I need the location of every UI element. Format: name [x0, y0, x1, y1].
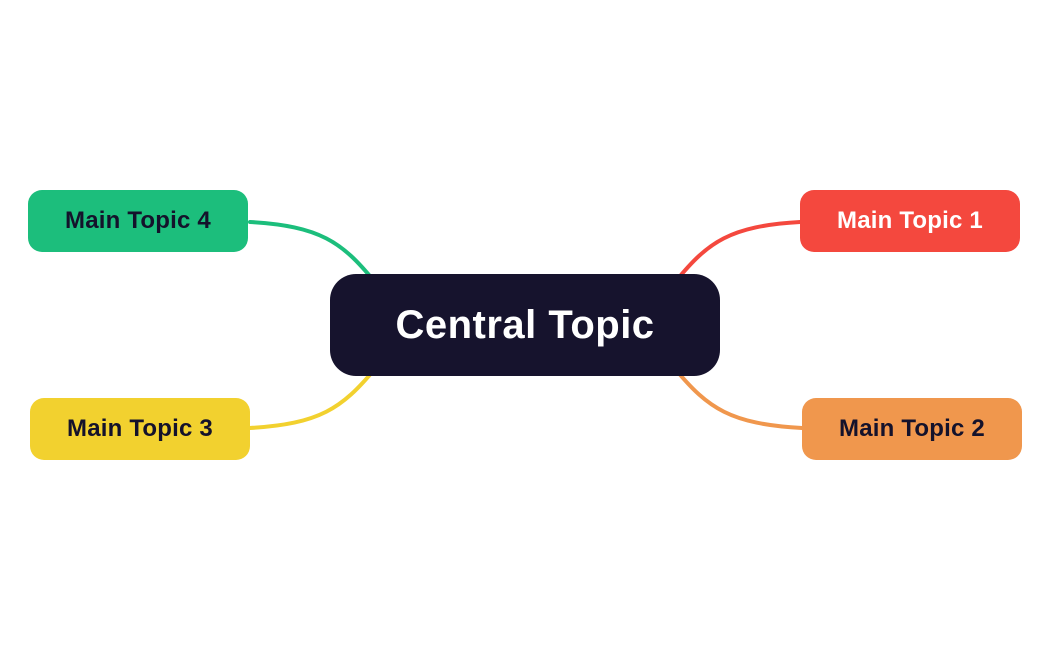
main-topic-3-label: Main Topic 3 — [67, 415, 213, 442]
main-topic-4-label: Main Topic 4 — [65, 207, 211, 234]
main-topic-4-node[interactable]: Main Topic 4 — [28, 190, 248, 252]
central-topic-label: Central Topic — [395, 302, 655, 347]
central-topic-node[interactable]: Central Topic — [330, 274, 720, 376]
connector-main-topic-2 — [674, 368, 804, 430]
main-topic-3-node[interactable]: Main Topic 3 — [30, 398, 250, 460]
connector-main-topic-1 — [674, 220, 802, 283]
main-topic-1-node[interactable]: Main Topic 1 — [800, 190, 1020, 252]
connector-main-topic-3 — [248, 368, 376, 430]
main-topic-2-label: Main Topic 2 — [839, 415, 985, 442]
main-topic-2-node[interactable]: Main Topic 2 — [802, 398, 1022, 460]
main-topic-1-label: Main Topic 1 — [837, 207, 983, 234]
connector-main-topic-4 — [248, 220, 376, 283]
